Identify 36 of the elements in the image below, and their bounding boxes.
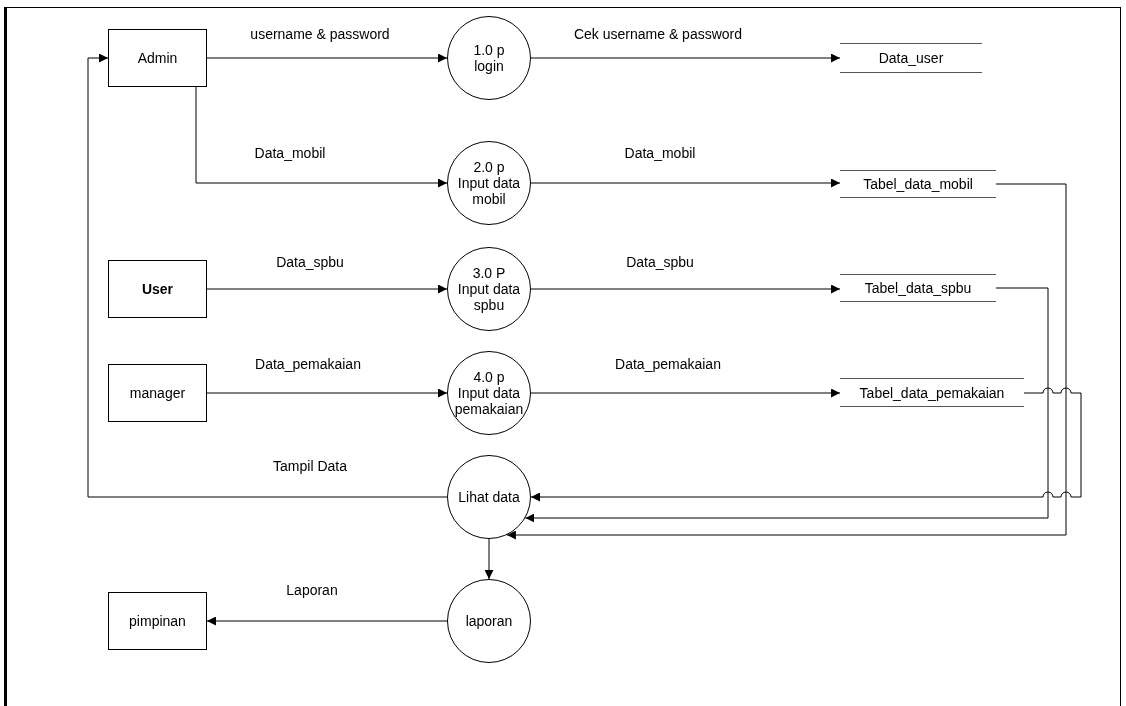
arrow: [206, 53, 448, 63]
arrow: [524, 287, 1049, 523]
node-label: Tabel_data_pemakaian: [859, 384, 1005, 401]
node-label: 4.0 p: [473, 369, 505, 385]
arrow: [195, 86, 448, 188]
arrow: [530, 284, 841, 294]
node-label: 2.0 p: [473, 159, 505, 175]
node-label: Input data pemakaian: [453, 385, 525, 417]
node-label: Input data mobil: [456, 175, 522, 207]
arrow: [206, 388, 448, 398]
arrow: [87, 53, 448, 498]
arrow: [206, 284, 448, 294]
arrow: [530, 388, 841, 398]
node-label: 3.0 P: [472, 265, 506, 281]
entity-box: [108, 29, 207, 87]
node-label: Input data spbu: [456, 281, 522, 313]
node-label: laporan: [465, 613, 513, 629]
entity-box: [108, 260, 207, 318]
node-label: 1.0 p: [473, 42, 505, 58]
node-label: pimpinan: [129, 613, 186, 629]
node-label: Admin: [137, 50, 178, 66]
node-label: Lihat data: [458, 489, 520, 505]
arrow: [506, 183, 1067, 540]
node-label: User: [141, 281, 174, 297]
entity-box: [108, 592, 207, 650]
entity-box: [108, 364, 207, 422]
node-label: Tabel_data_spbu: [864, 280, 972, 296]
node-label: Data_user: [878, 50, 944, 66]
arrow: [530, 178, 841, 188]
arrow: [530, 387, 1082, 502]
arrow: [530, 53, 841, 63]
arrow: [206, 616, 448, 626]
arrow: [484, 538, 494, 580]
node-label: Tabel_data_mobil: [863, 176, 973, 192]
node-label: manager: [129, 385, 186, 401]
node-label: login: [474, 58, 504, 74]
